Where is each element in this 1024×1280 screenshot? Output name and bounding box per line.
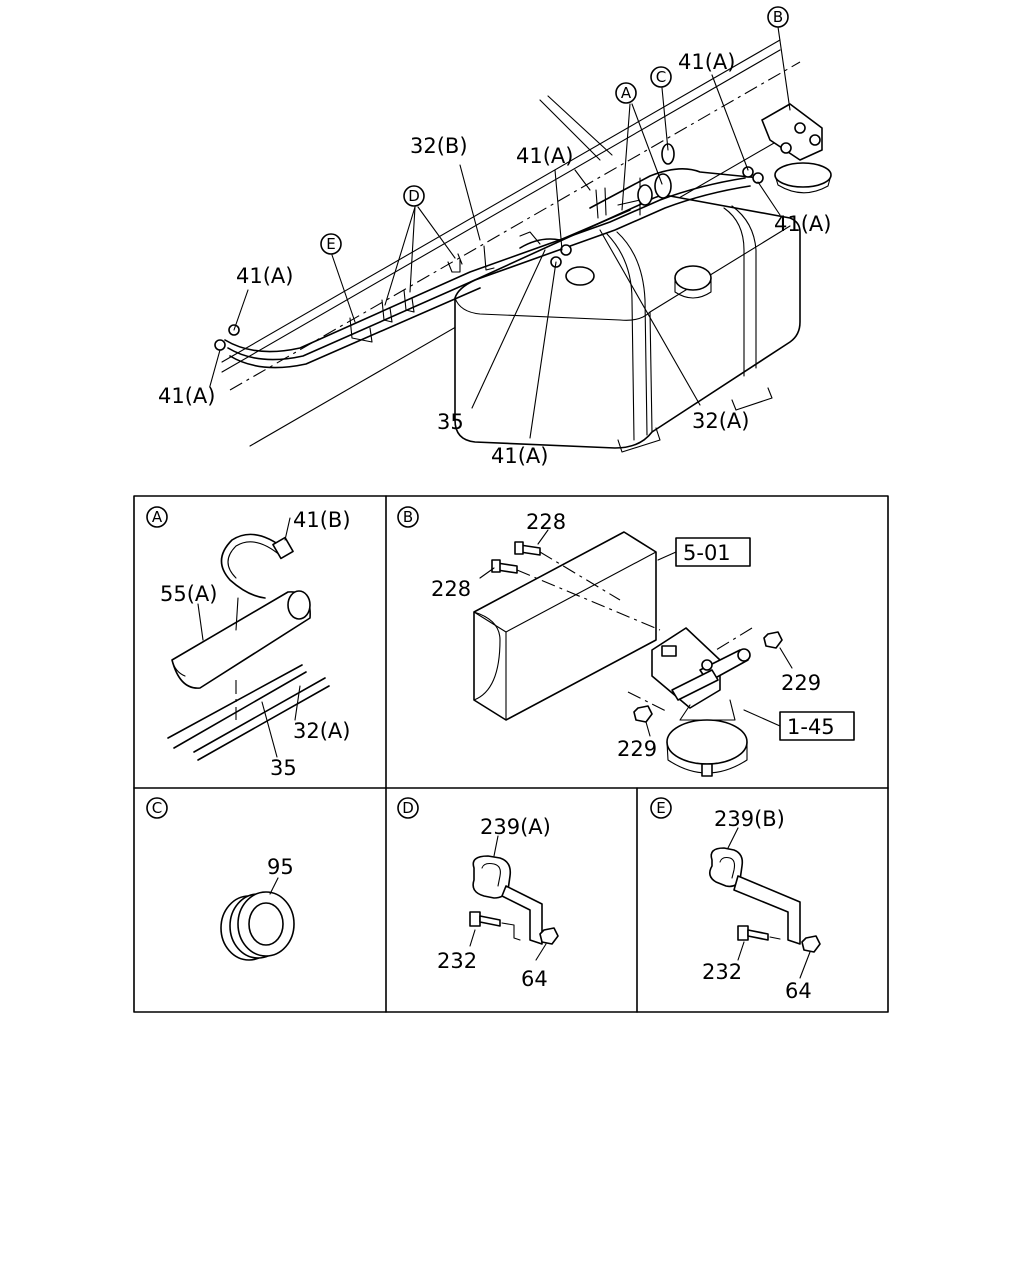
bolt-232-d — [479, 915, 501, 927]
callout-c-text: C — [656, 68, 666, 86]
label-228-top: 228 — [526, 510, 566, 534]
detail-a: A 41(B) 55(A) 32(A) 35 — [146, 506, 351, 780]
label-41a-left-top: 41(A) — [236, 264, 293, 288]
nut-229-right — [763, 631, 783, 649]
ref-501: 5-01 — [683, 541, 731, 565]
label-35-detail: 35 — [270, 756, 297, 780]
label-239b: 239(B) — [714, 807, 785, 831]
label-32a: 32(A) — [692, 409, 749, 433]
label-64-e: 64 — [785, 979, 812, 1003]
ref-145: 1-45 — [787, 715, 835, 739]
nut-64-d — [539, 927, 559, 945]
overview-leaders — [209, 26, 791, 439]
label-229-bottom: 229 — [617, 737, 657, 761]
callout-e: E — [320, 233, 342, 255]
label-232-e: 232 — [702, 960, 742, 984]
label-41a-top: 41(A) — [678, 50, 735, 74]
label-41a-left-bottom: 41(A) — [158, 384, 215, 408]
detail-b: B 5-01 1-45 — [397, 506, 855, 777]
nut-229-bottom — [633, 705, 653, 723]
chassis-frame — [221, 39, 801, 447]
fuel-pipes — [214, 143, 764, 369]
clip-239a — [472, 855, 543, 945]
label-239a: 239(A) — [480, 815, 551, 839]
detail-a-tag: A — [152, 508, 163, 526]
label-41a-mid: 41(A) — [516, 144, 573, 168]
label-229-right: 229 — [781, 671, 821, 695]
label-32a-detail: 32(A) — [293, 719, 350, 743]
label-41a-right: 41(A) — [774, 212, 831, 236]
nut-64-e — [801, 935, 821, 953]
callout-a: A — [615, 82, 637, 104]
callout-c: C — [650, 66, 672, 88]
detail-b-tag: B — [403, 508, 413, 526]
overview-illustration: A B C D E 41(A) 41(A) 41(A) 32(B) 41(A) … — [158, 6, 832, 468]
callout-a-text: A — [621, 84, 632, 102]
label-95: 95 — [267, 855, 294, 879]
detail-grid — [133, 495, 889, 1013]
detail-e-tag: E — [656, 799, 665, 817]
label-64-d: 64 — [521, 967, 548, 991]
band-clamp-41b — [220, 533, 287, 599]
label-228-left: 228 — [431, 577, 471, 601]
label-41b: 41(B) — [293, 508, 351, 532]
label-32b: 32(B) — [410, 134, 468, 158]
label-35: 35 — [437, 410, 464, 434]
callout-b: B — [767, 6, 789, 28]
filter-bowl — [666, 719, 748, 765]
clip-239b — [708, 847, 801, 945]
detail-d-tag: D — [402, 799, 414, 817]
fuel-filter-overview — [761, 103, 832, 194]
callout-d: D — [403, 185, 425, 207]
detail-c-tag: C — [152, 799, 162, 817]
grommet-95 — [220, 891, 295, 961]
bolt-232-e — [747, 929, 769, 941]
callout-d-text: D — [408, 187, 420, 205]
callout-e-text: E — [326, 235, 335, 253]
detail-e: E 239(B) 232 64 — [650, 797, 821, 1003]
callout-b-text: B — [773, 8, 783, 26]
detail-c: C 95 — [146, 797, 295, 961]
label-41a-bottom: 41(A) — [491, 444, 548, 468]
label-232-d: 232 — [437, 949, 477, 973]
detail-d: D 239(A) 232 64 — [397, 797, 559, 991]
label-55a: 55(A) — [160, 582, 217, 606]
